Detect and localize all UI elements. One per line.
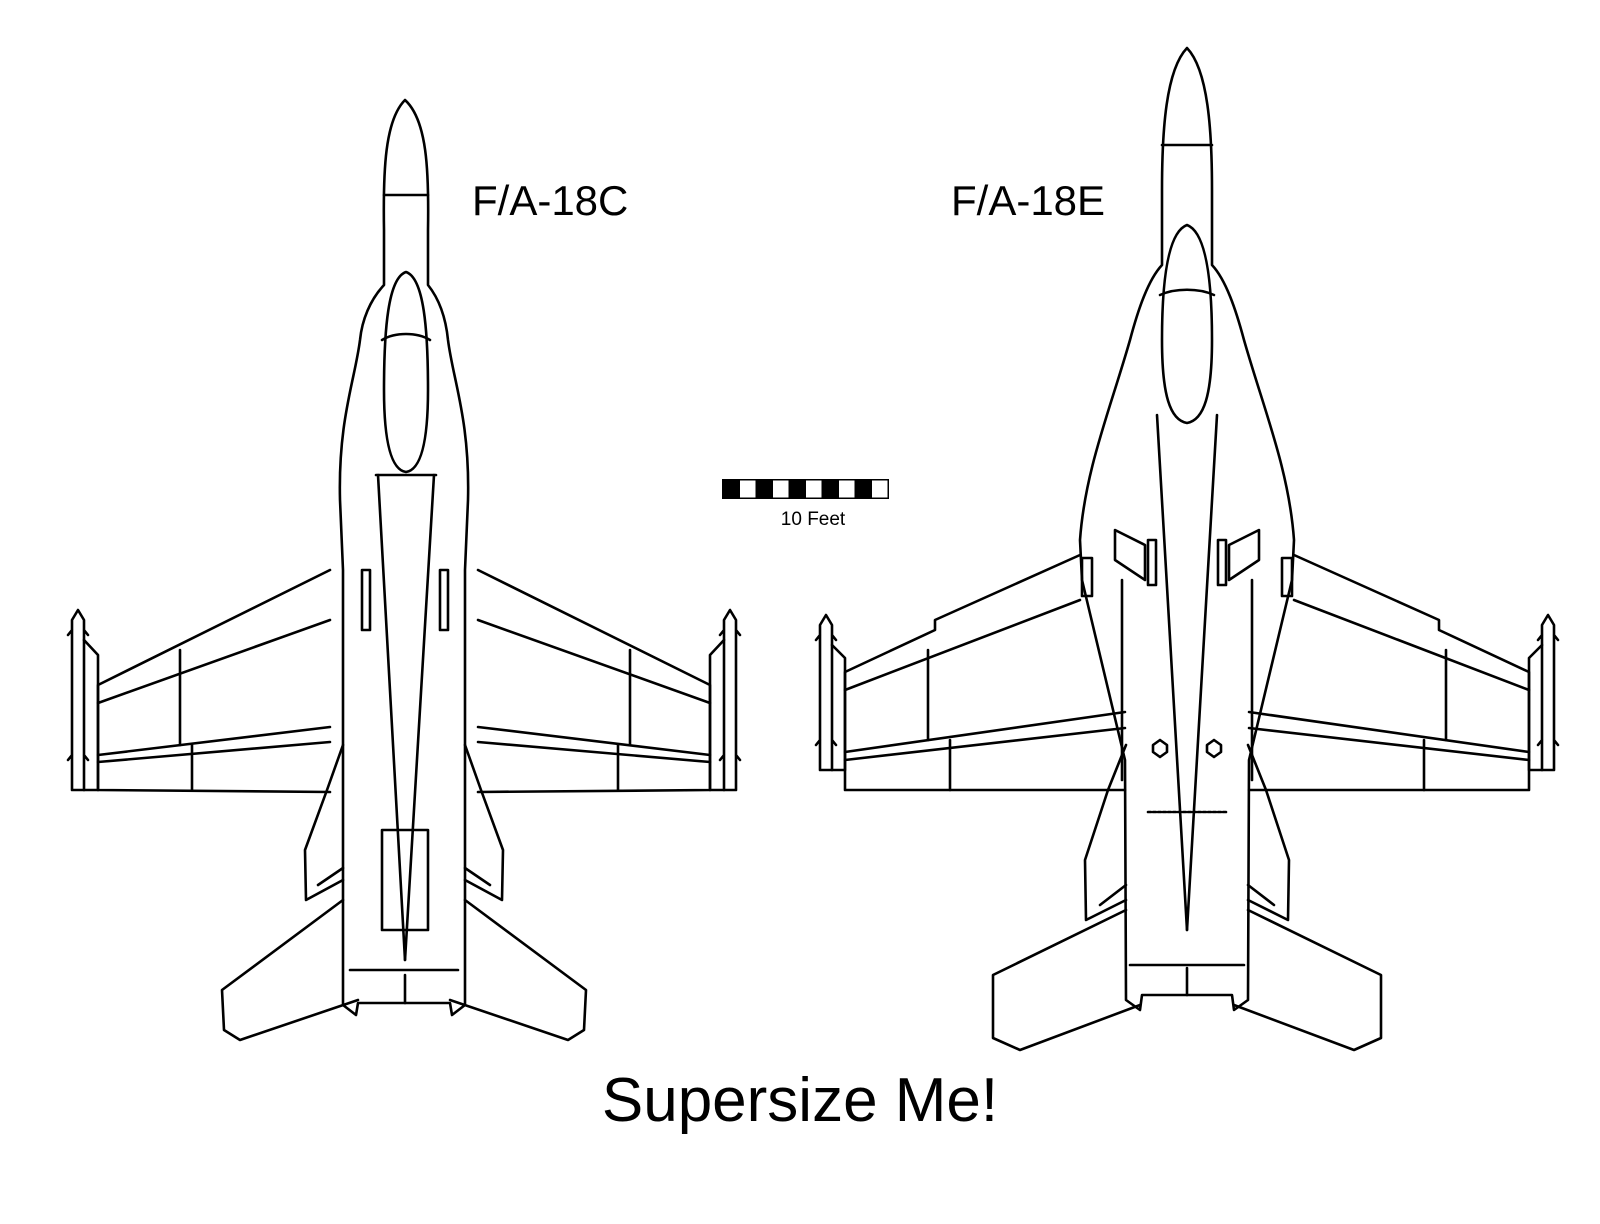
- fa-18c-left-wing-panel-1: [96, 618, 332, 705]
- fa-18e-right-wing-panel-3: [1247, 726, 1531, 762]
- fa-18e-fuselage-outline: [1078, 46, 1296, 1012]
- scale-bar-segment: [755, 479, 773, 499]
- scale-bar-segment: [838, 479, 856, 499]
- fa-18c-right-wing-panel-2: [476, 725, 712, 757]
- fa-18e-right-stabilator: [1232, 908, 1383, 1052]
- fa-18e-left-tail: [1083, 743, 1128, 922]
- fa-18e-left-wing-panel-2: [843, 710, 1127, 754]
- fa-18c-spine-left: [376, 473, 407, 962]
- scale-bar-segment: [722, 479, 740, 499]
- fa-18e-canopy-bow: [1158, 288, 1216, 297]
- fa-18e-left-wing-slot: [1080, 556, 1094, 598]
- fa-18c-right-wingtip-missile: [718, 608, 742, 792]
- fa-18e-left-lex-fence: [1113, 528, 1147, 582]
- fa-18e-right-wing-panel-2: [1247, 710, 1531, 754]
- fa-18e-right-lex-fence: [1227, 528, 1261, 582]
- fa-18c-canopy-bow: [380, 332, 432, 342]
- fa-18c-drawing: [66, 98, 742, 1042]
- scale-bar: [722, 479, 889, 499]
- fa-18c-left-tail: [303, 743, 345, 902]
- fa-18c-right-tail-rudder: [463, 866, 492, 887]
- fa-18c-left-wingtip-missile: [66, 608, 90, 792]
- fa-18e-right-wing-panel-1: [1292, 598, 1531, 692]
- fa-18e-hex-left: [1151, 738, 1169, 759]
- scale-bar-segment: [871, 479, 889, 499]
- fa-18e-right-wingtip-missile: [1536, 613, 1560, 772]
- fa-18e-left-wing-panel-1: [843, 598, 1082, 692]
- scale-bar-segment: [821, 479, 839, 499]
- fa-18c-left-stabilator: [220, 898, 360, 1042]
- fa-18c-spine-right: [403, 473, 436, 962]
- scale-bar-segment: [788, 479, 806, 499]
- fa-18c-hatch-right: [438, 568, 450, 632]
- fa-18e-drawing: [814, 46, 1560, 1052]
- fa-18e-spine-right: [1185, 413, 1219, 932]
- scale-bar-segment: [772, 479, 790, 499]
- scale-bar-segments: [722, 479, 889, 499]
- fa-18e-hatch-right: [1216, 538, 1228, 587]
- scale-bar-segment: [805, 479, 823, 499]
- fa-18c-right-wing-panel-3: [476, 740, 712, 764]
- fa-18e-hatch-left: [1146, 538, 1158, 587]
- fa-18c-hatch-left: [360, 568, 372, 632]
- scale-bar-segment: [854, 479, 872, 499]
- fa-18e-left-wing-panel-3: [843, 726, 1127, 762]
- fa-18e-canopy: [1160, 223, 1214, 425]
- fa-18e-spine-left: [1155, 413, 1189, 932]
- fa-18e-right-wing-slot: [1280, 556, 1294, 598]
- fa-18c-right-wing-panel-1: [476, 618, 712, 705]
- fa-18c-left-wingtip-rail: [82, 638, 100, 792]
- fa-18c-label: F/A-18C: [472, 177, 629, 224]
- scale-bar-segment: [739, 479, 757, 499]
- fa-18e-left-wingtip-missile: [814, 613, 838, 772]
- fa-18c-left-wing-panel-3: [96, 740, 332, 764]
- fa-18c-speedbrake: [380, 828, 430, 932]
- fa-18e-right-wing: [1247, 553, 1531, 792]
- fa-18e-label: F/A-18E: [951, 177, 1106, 224]
- fa-18c-left-wing-panel-2: [96, 725, 332, 757]
- fa-18e-right-tail: [1246, 743, 1291, 922]
- scale-bar-label: 10 Feet: [780, 509, 846, 530]
- fa-18c-right-stabilator: [448, 898, 588, 1042]
- fa-18e-left-stabilator: [991, 908, 1142, 1052]
- fa-18e-right-tail-rudder: [1246, 883, 1276, 907]
- fa-18e-left-wingtip-rail: [830, 643, 847, 772]
- fa-18c-right-tail: [463, 743, 505, 902]
- caption: Supersize Me!: [601, 1066, 999, 1135]
- fa-18c-right-wingtip-rail: [708, 638, 726, 792]
- fa-18e-left-tail-rudder: [1098, 883, 1128, 907]
- fa-18c-canopy: [382, 270, 430, 474]
- fa-18e-right-wingtip-rail: [1527, 643, 1544, 772]
- fa-18e-left-wing: [843, 553, 1127, 792]
- fa-18c-left-tail-rudder: [316, 866, 345, 887]
- fa-18c-fuselage-outline: [338, 98, 470, 1017]
- fa-18e-hex-right: [1205, 738, 1223, 759]
